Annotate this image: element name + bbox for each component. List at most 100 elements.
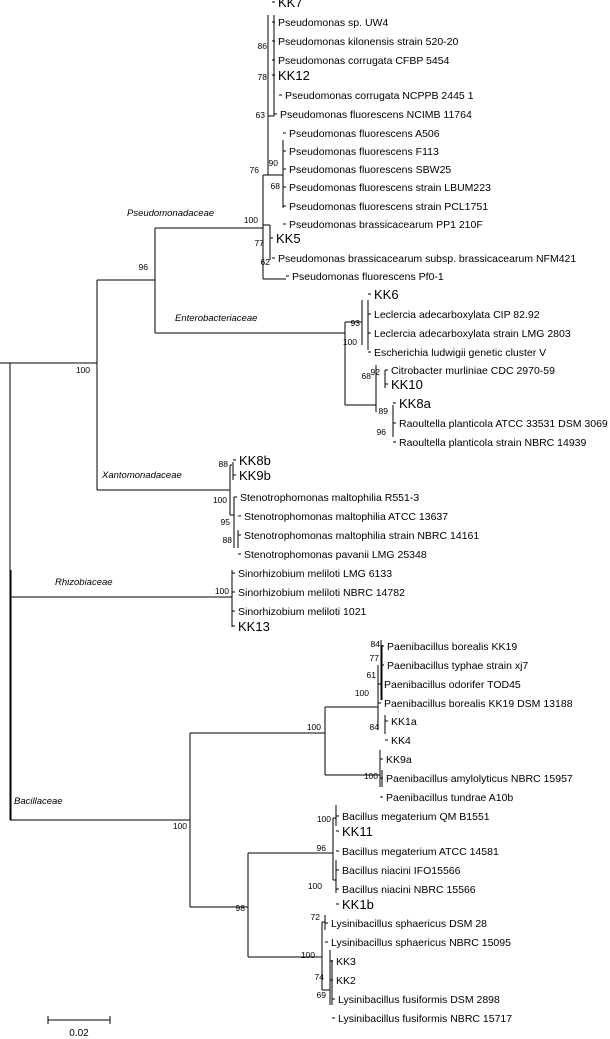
bootstrap-value: 100: [173, 821, 187, 831]
taxon-label: Lysinibacillus fusiformis NBRC 15717: [338, 1013, 512, 1025]
bootstrap-value: 95: [221, 517, 231, 527]
taxon-label: Pseudomonas fluorescens Pf0-1: [292, 271, 444, 283]
taxon-label: KK8a: [399, 396, 432, 411]
bootstrap-value: 62: [261, 257, 271, 267]
family-label: Bacillaceae: [14, 796, 63, 807]
taxon-label: Raoultella planticola strain NBRC 14939: [399, 437, 587, 449]
bootstrap-value: 68: [271, 181, 281, 191]
bootstrap-value: 98: [236, 903, 246, 913]
taxon-label: KK6: [374, 287, 399, 302]
bootstrap-value: 77: [370, 653, 380, 663]
scale-bar-label: 0.02: [69, 1028, 89, 1039]
taxon-label: Paenibacillus borealis KK19: [387, 641, 517, 653]
bootstrap-value: 77: [255, 238, 265, 248]
bootstrap-value: 74: [315, 972, 325, 982]
bootstrap-value: 61: [367, 670, 377, 680]
bootstrap-value: 100: [215, 586, 229, 596]
taxon-label: KK2: [336, 975, 356, 987]
taxon-label: Paenibacillus borealis KK19 DSM 13188: [384, 698, 573, 710]
taxon-label: Sinorhizobium meliloti 1021: [238, 606, 367, 618]
bootstrap-value: 88: [223, 535, 233, 545]
bootstrap-value: 89: [379, 406, 389, 416]
taxon-label: KK5: [276, 231, 301, 246]
bootstrap-value: 100: [213, 495, 227, 505]
taxon-label: Leclercia adecarboxylata CIP 82.92: [374, 309, 540, 321]
bootstrap-value: 78: [258, 72, 268, 82]
taxon-label: Escherichia ludwigii genetic cluster V: [374, 347, 546, 359]
family-label: Xantomonadaceae: [101, 470, 182, 481]
taxon-label: KK12: [278, 68, 310, 83]
taxon-label: KK9a: [386, 754, 412, 766]
taxon-label: Bacillus niacini IFO15566: [342, 865, 461, 877]
taxon-label: Paenibacillus amylolyticus NBRC 15957: [386, 773, 573, 785]
bootstrap-value: 96: [377, 427, 387, 437]
taxon-label: Paenibacillus typhae strain xj7: [387, 660, 528, 672]
taxon-label: KK9b: [239, 468, 271, 483]
taxon-label: Raoultella planticola ATCC 33531 DSM 306…: [399, 418, 608, 430]
taxon-label: Pseudomonas sp. UW4: [278, 17, 388, 29]
bootstrap-value: 76: [250, 165, 260, 175]
bootstrap-value: 63: [256, 110, 266, 120]
taxon-label: Lysinibacillus fusiformis DSM 2898: [338, 994, 500, 1006]
family-label: Enterobacteriaceae: [175, 313, 257, 324]
taxon-label: Stenotrophomonas pavanii LMG 25348: [244, 549, 427, 561]
bootstrap-value: 88: [219, 459, 229, 469]
taxon-label: Pseudomonas fluorescens NCIMB 11764: [280, 109, 472, 121]
taxon-label: Pseudomonas kilonensis strain 520-20: [278, 36, 459, 48]
taxon-label: KK4: [391, 735, 411, 747]
taxon-label: Paenibacillus tundrae A10b: [386, 792, 513, 804]
bootstrap-value: 93: [351, 318, 361, 328]
bootstrap-value: 68: [362, 371, 372, 381]
taxon-label: Citrobacter murliniae CDC 2970-59: [391, 365, 555, 377]
bootstrap-value: 96: [139, 262, 149, 272]
bootstrap-value: 100: [364, 771, 378, 781]
bootstrap-value: 100: [244, 215, 258, 225]
bootstrap-value: 100: [301, 950, 315, 960]
bootstrap-value: 100: [317, 814, 331, 824]
taxon-label: Leclercia adecarboxylata strain LMG 2803: [374, 328, 571, 340]
taxon-label: Stenotrophomonas maltophilia R551-3: [240, 492, 419, 504]
taxon-label: Bacillus megaterium QM B1551: [342, 811, 490, 823]
family-label: Pseudomonadaceae: [127, 208, 214, 219]
taxon-label: Paenibacillus odorifer TOD45: [384, 679, 521, 691]
taxon-label: KK11: [342, 824, 373, 839]
bootstrap-value: 72: [311, 912, 321, 922]
taxon-label: Stenotrophomonas maltophilia ATCC 13637: [244, 511, 448, 523]
taxon-label: Pseudomonas fluorescens F113: [289, 146, 439, 158]
taxon-label: Pseudomonas fluorescens strain PCL1751: [289, 201, 488, 213]
taxon-label: Pseudomonas fluorescens A506: [289, 128, 440, 140]
taxon-label: Sinorhizobium meliloti NBRC 14782: [238, 587, 405, 599]
taxon-label: Stenotrophomonas maltophilia strain NBRC…: [244, 530, 479, 542]
taxon-label: Lysinibacillus sphaericus NBRC 15095: [331, 937, 511, 949]
taxon-label: KK7: [278, 0, 303, 10]
bootstrap-value: 90: [269, 158, 279, 168]
bootstrap-value: 84: [371, 639, 381, 649]
bootstrap-value: 84: [370, 722, 380, 732]
bootstrap-value: 100: [307, 722, 321, 732]
taxon-label: KK1b: [342, 897, 374, 912]
bootstrap-value: 86: [258, 41, 268, 51]
taxon-label: Pseudomonas corrugata CFBP 5454: [278, 55, 450, 67]
taxon-label: Pseudomonas corrugata NCPPB 2445 1: [285, 90, 474, 102]
bootstrap-value: 92: [371, 367, 381, 377]
tree-branches: [0, 1, 396, 1024]
taxon-label: KK13: [238, 619, 270, 634]
bootstrap-value: 100: [355, 688, 369, 698]
taxon-label: Bacillus megaterium ATCC 14581: [342, 846, 499, 858]
taxon-label: KK1a: [391, 716, 417, 728]
taxon-label: Pseudomonas fluorescens strain LBUM223: [289, 182, 491, 194]
taxon-label: Pseudomonas fluorescens SBW25: [289, 164, 451, 176]
family-label: Rhizobiaceae: [55, 577, 113, 588]
taxon-label: Bacillus niacini NBRC 15566: [342, 884, 476, 896]
bootstrap-value: 69: [317, 990, 327, 1000]
taxon-label: Pseudomonas brassicacearum PP1 210F: [289, 219, 483, 231]
taxon-label: Pseudomonas brassicacearum subsp. brassi…: [278, 253, 576, 265]
taxon-label: Lysinibacillus sphaericus DSM 28: [331, 918, 487, 930]
taxon-label: Sinorhizobium meliloti LMG 6133: [238, 568, 392, 580]
bootstrap-value: 96: [317, 843, 327, 853]
bootstrap-value: 100: [343, 337, 357, 347]
bootstrap-value: 100: [76, 365, 90, 375]
taxon-label: KK10: [391, 377, 423, 392]
